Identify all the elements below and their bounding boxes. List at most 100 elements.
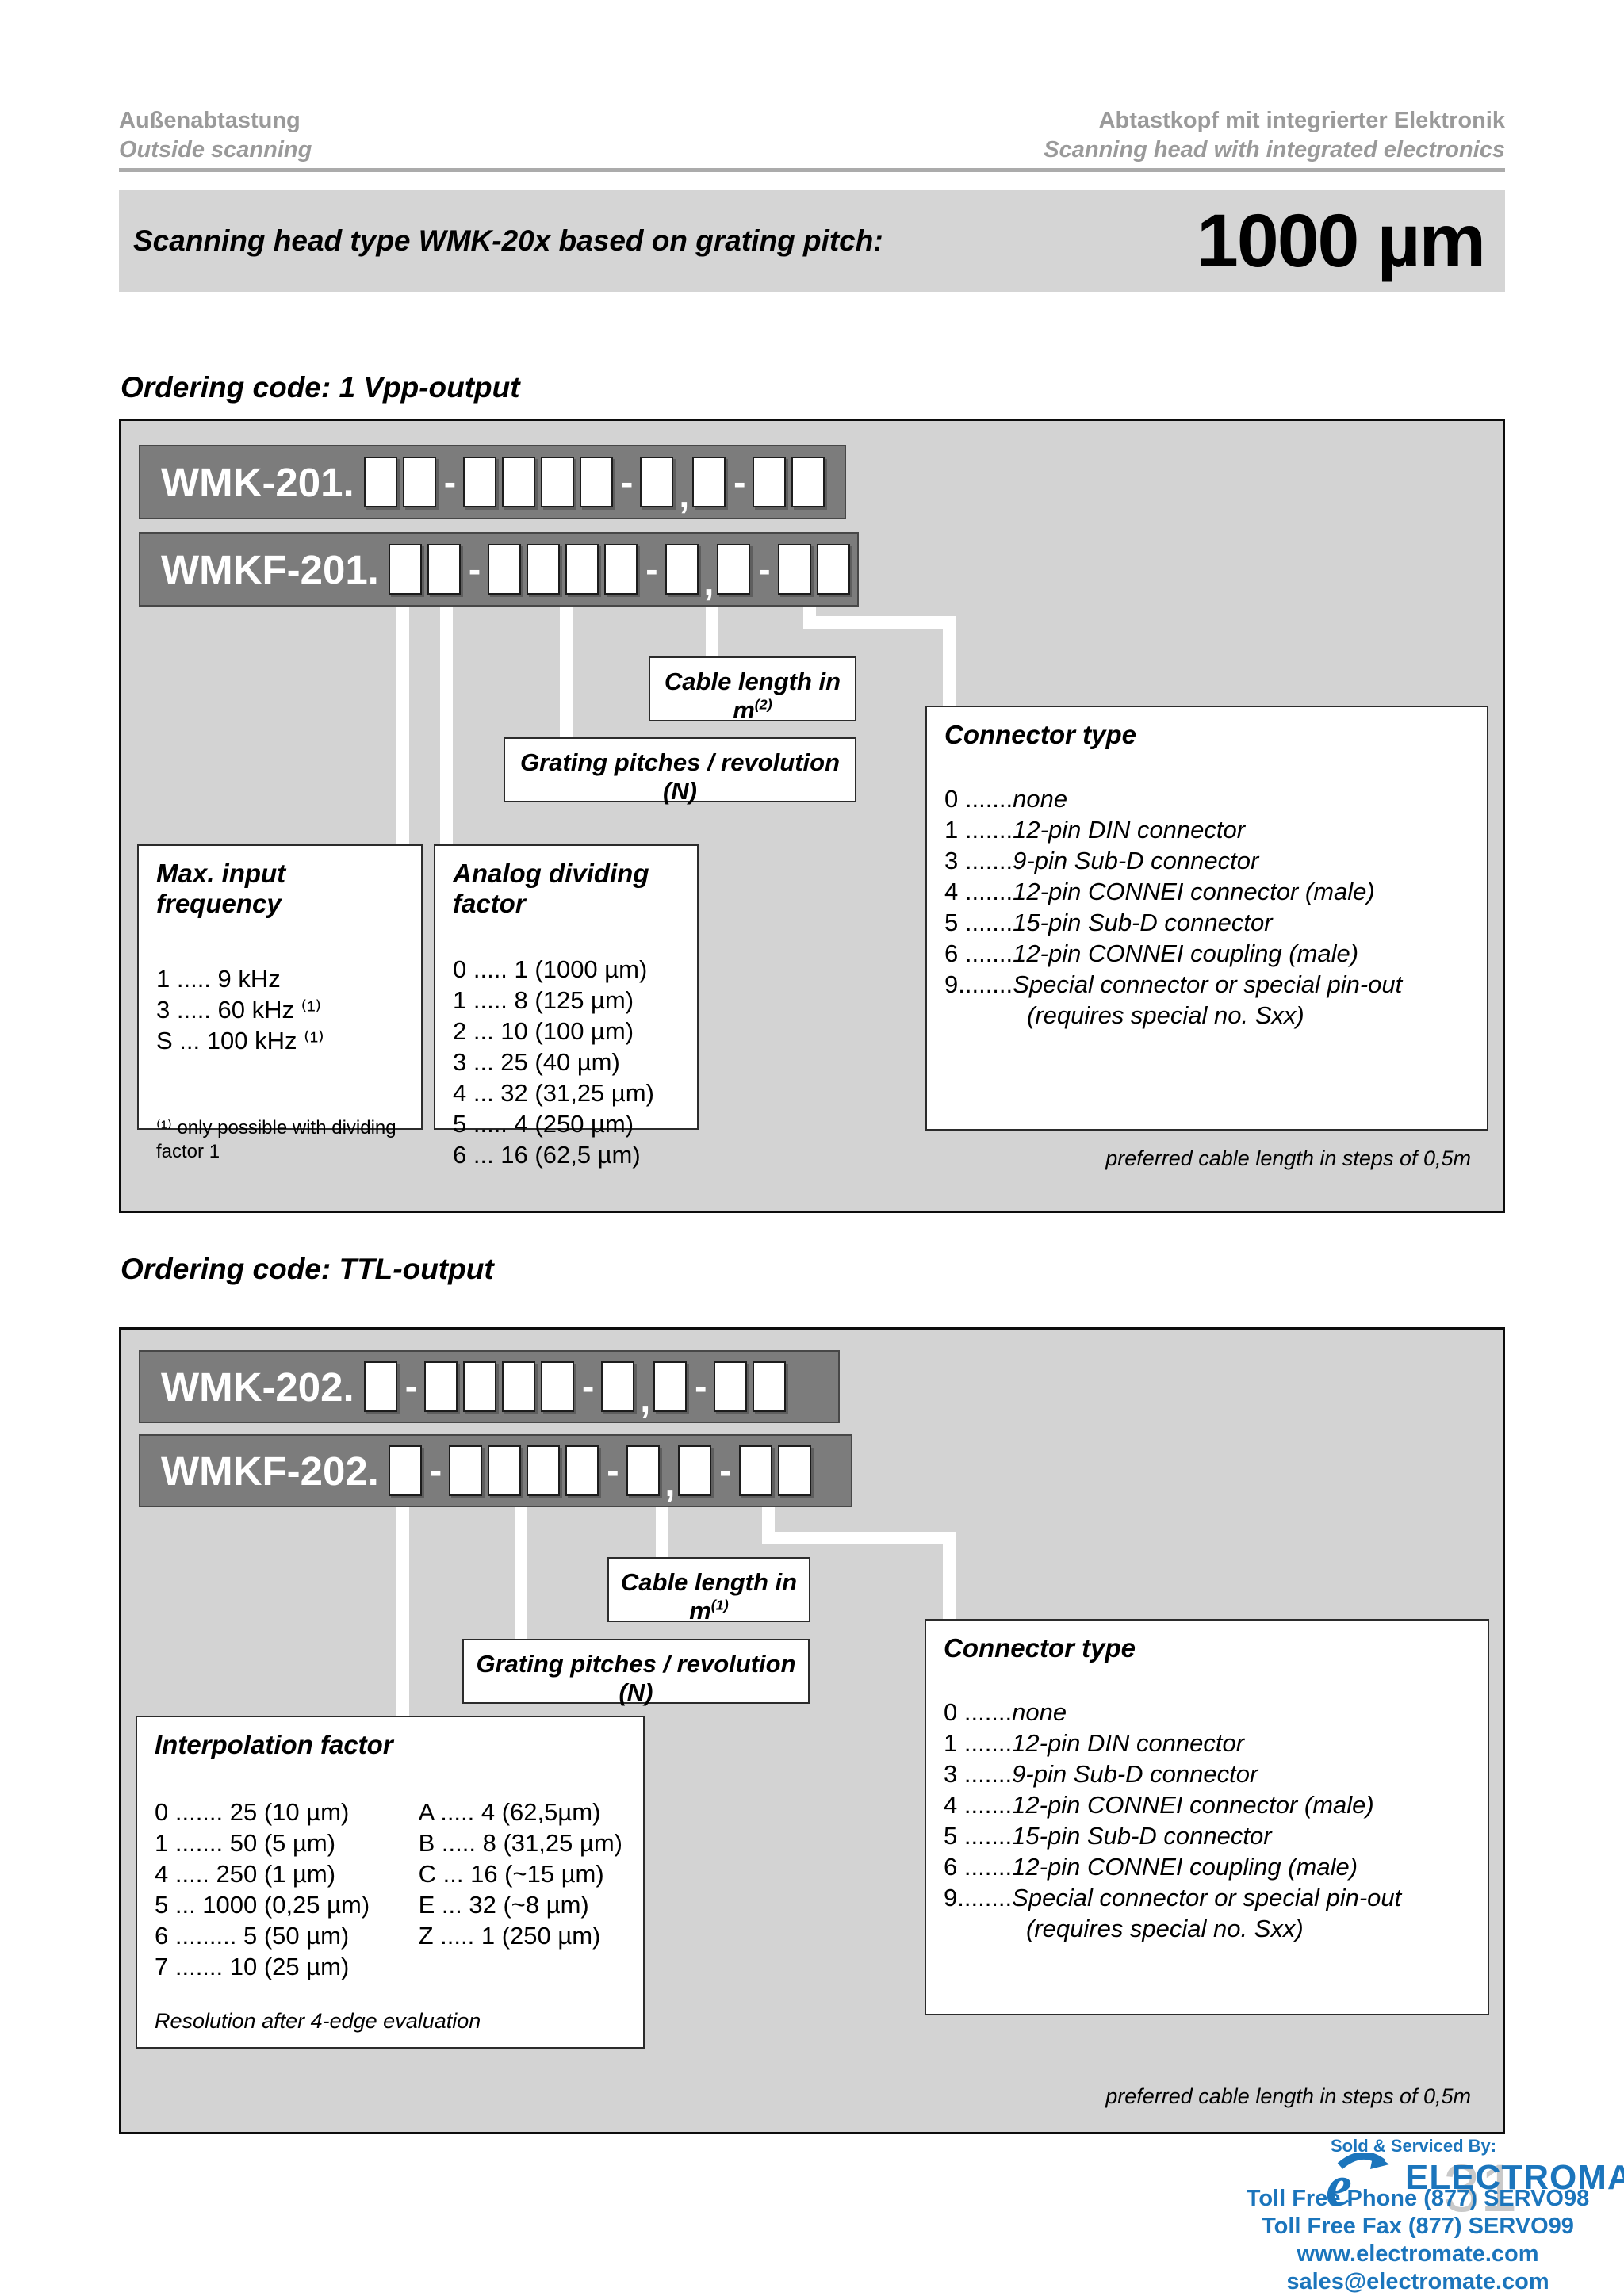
banner-label: Scanning head type WMK-20x based on grat…: [133, 224, 883, 257]
connector-line: [943, 616, 956, 706]
list-item: 2 ... 10 (100 µm): [453, 1017, 634, 1045]
connector-line: [515, 1502, 527, 1639]
connector-line: [396, 599, 409, 844]
grating-pitches-label: Grating pitches / revolution (N): [519, 748, 841, 805]
page-number: 31: [1443, 2151, 1518, 2225]
code-digit-box: [527, 1445, 561, 1496]
code-digit-box: [463, 457, 497, 507]
cable-length-label: Cable length in m: [620, 1568, 798, 1624]
code-separator: -: [645, 549, 658, 590]
electromate-logo: e: [1321, 2151, 1396, 2219]
code-prefix: WMKF-202.: [161, 1448, 379, 1494]
code-digit-box: [753, 1361, 787, 1412]
code-digit-box: [653, 1361, 688, 1412]
connector-option: 6 .......12-pin CONNEI coupling (male): [944, 939, 1359, 967]
code-prefix: WMKF-201.: [161, 546, 379, 592]
grating-pitch-value: 1000 µm: [1197, 198, 1486, 283]
connector-option: 3 .......9-pin Sub-D connector: [944, 1760, 1258, 1788]
code-digit-box: [541, 457, 575, 507]
interpolation-factor-box: Interpolation factor 0 ....... 25 (10 µm…: [136, 1716, 645, 2049]
max-input-frequency-box: Max. input frequency 1 ..... 9 kHz 3 ...…: [137, 844, 423, 1162]
cable-length-footnote-ref: (1): [710, 1597, 729, 1613]
footer-phone: Toll Free Phone (877) SERVO98: [1246, 2186, 1590, 2211]
list-item: 4 ..... 250 (1 µm): [155, 1860, 336, 1888]
code-digit-box: [527, 544, 561, 595]
code-digit-box: [463, 1361, 497, 1412]
code-separator: -: [719, 1450, 732, 1491]
list-item: 1 ....... 50 (5 µm): [155, 1829, 336, 1857]
analog-dividing-factor-box: Analog dividing factor 0 ..... 1 (1000 µ…: [434, 844, 699, 1169]
code-separator: -: [695, 1366, 707, 1407]
connector-type-title: Connector type: [944, 720, 1137, 749]
ordering-code-bar-wmkf201: WMKF-201. - - , -: [139, 532, 859, 607]
code-digit-box: [601, 1361, 635, 1412]
connector-option: 0 .......none: [944, 1698, 1067, 1726]
code-separator: -: [607, 1450, 619, 1491]
code-digit-box: [678, 1445, 712, 1496]
code-digit-box: [449, 1445, 483, 1496]
cable-length-footnote-ref: (2): [754, 696, 772, 713]
code-digit-box: [580, 457, 614, 507]
cable-length-label-box: Cable length in m(1): [607, 1557, 810, 1624]
electromate-brand: ELECTROMATE: [1405, 2158, 1624, 2197]
footer-contact-block: Toll Free Phone (877) SERVO98 Toll Free …: [1234, 2185, 1602, 2296]
connector-option: 9........Special connector or special pi…: [944, 1884, 1402, 1911]
code-digit-box: [488, 1445, 522, 1496]
connector-option: 0 .......none: [944, 785, 1068, 813]
code-separator: -: [443, 461, 457, 503]
list-item: 3 ..... 60 kHz ⁽¹⁾: [156, 996, 322, 1024]
cable-length-note: preferred cable length in steps of 0,5m: [1105, 2084, 1471, 2108]
connector-line: [656, 1502, 668, 1557]
connector-type-box: Connector type 0 .......none 1 .......12…: [925, 706, 1488, 1131]
code-separator: ,: [679, 474, 690, 515]
code-digit-box: [816, 544, 850, 595]
ordering-code-bar-wmk202: WMK-202. - - , -: [139, 1350, 840, 1423]
code-digit-box: [427, 544, 461, 595]
analog-dividing-factor-title: Analog dividing factor: [453, 859, 649, 918]
list-item: 3 ... 25 (40 µm): [453, 1048, 620, 1076]
connector-option: 3 .......9-pin Sub-D connector: [944, 847, 1259, 874]
code-separator: -: [733, 461, 746, 503]
ttl-output-panel: WMK-202. - - , - WMKF-202. - - ,: [119, 1327, 1505, 2134]
list-item: E ... 32 (~8 µm): [418, 1891, 589, 1919]
code-separator: -: [621, 461, 634, 503]
code-separator: ,: [703, 561, 714, 603]
code-separator: -: [468, 549, 481, 590]
code-digit-box: [388, 1445, 422, 1496]
ordering-code-bar-wmkf202: WMKF-202. - - , -: [139, 1434, 852, 1507]
code-digit-box: [541, 1361, 575, 1412]
code-digit-box: [502, 457, 536, 507]
max-input-frequency-title: Max. input frequency: [156, 859, 286, 918]
list-item: 5 ... 1000 (0,25 µm): [155, 1891, 370, 1919]
list-item: 7 ....... 10 (25 µm): [155, 1953, 350, 1980]
vpp-output-panel: WMK-201. - - , - WMKF-201. - -: [119, 419, 1505, 1213]
header-left-subtitle: Outside scanning: [119, 137, 312, 163]
connector-option: 1 .......12-pin DIN connector: [944, 1729, 1245, 1757]
section1-heading: Ordering code: 1 Vpp-output: [121, 371, 520, 404]
code-digit-box: [665, 544, 699, 595]
grating-pitches-label-box: Grating pitches / revolution (N): [504, 737, 856, 805]
connector-option-continuation: (requires special no. Sxx): [1027, 1001, 1304, 1029]
list-item: B ..... 8 (31,25 µm): [418, 1829, 622, 1857]
footer-email[interactable]: sales@electromate.com: [1286, 2269, 1549, 2294]
code-digit-box: [777, 544, 811, 595]
code-separator: ,: [665, 1463, 676, 1504]
footer-fax: Toll Free Fax (877) SERVO99: [1262, 2214, 1574, 2239]
connector-line: [396, 1502, 409, 1716]
connector-line: [440, 599, 453, 844]
code-digit-box: [717, 544, 751, 595]
connector-option: 4 .......12-pin CONNEI connector (male): [944, 878, 1375, 905]
header-right-title: Abtastkopf mit integrierter Elektronik: [1098, 108, 1505, 133]
list-item: 4 ... 32 (31,25 µm): [453, 1079, 654, 1107]
code-separator: -: [582, 1366, 595, 1407]
ordering-code-bar-wmk201: WMK-201. - - , -: [139, 445, 846, 519]
header-divider: [119, 168, 1505, 172]
connector-line: [943, 1532, 956, 1619]
connector-type-title: Connector type: [944, 1633, 1136, 1663]
frequency-footnote: ⁽¹⁾ only possible with dividing factor 1: [156, 1117, 396, 1162]
connector-option: 4 .......12-pin CONNEI connector (male): [944, 1791, 1374, 1819]
footer-website[interactable]: www.electromate.com: [1297, 2241, 1539, 2267]
code-digit-box: [738, 1445, 772, 1496]
code-digit-box: [692, 457, 726, 507]
code-digit-box: [565, 544, 599, 595]
